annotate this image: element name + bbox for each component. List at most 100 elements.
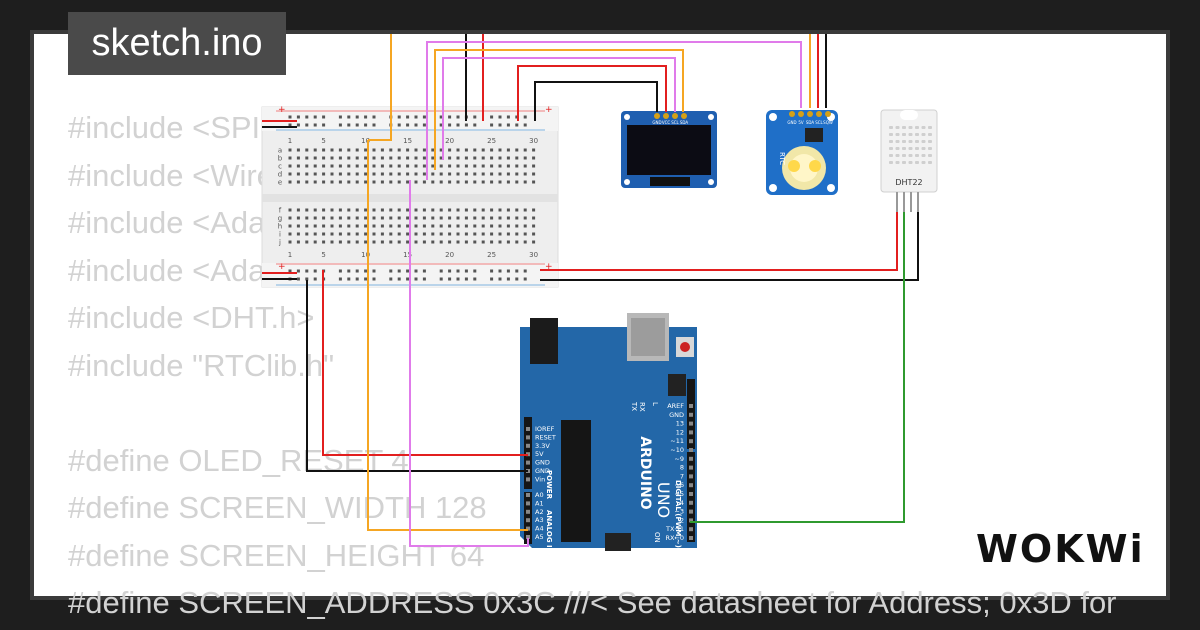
wire-orange-top (368, 34, 392, 141)
rtc-pin-label: SQW (823, 120, 833, 125)
breadboard-row-letter: b (278, 155, 283, 163)
arduino-pin-label: 2 (680, 516, 684, 524)
on-label: ON (653, 532, 661, 543)
code-line: #include "RTClib.h" (68, 347, 335, 383)
breadboard-row-letter: j (278, 239, 281, 247)
arduino-pin-label: GND (535, 459, 550, 467)
breadboard-column-number: 5 (321, 137, 325, 145)
oled-pin[interactable] (681, 113, 687, 119)
arduino-pin-label: GND (669, 411, 684, 419)
arduino-pin-label: A5 (535, 533, 544, 541)
rtc-pin-label: SDA (806, 120, 815, 125)
svg-text:+: + (545, 105, 553, 115)
svg-text:+: + (278, 105, 286, 115)
tx-label: TX (630, 401, 638, 411)
arduino-pin-label: 8 (680, 464, 684, 472)
breadboard-column-number: 20 (445, 137, 454, 145)
rtc-pin[interactable] (798, 111, 804, 117)
arduino-pin-label: ~5 (674, 490, 684, 498)
wire-orange-a4 (367, 140, 528, 531)
arduino-pin-label: 4 (680, 499, 684, 507)
wire-violet-a5 (409, 180, 529, 547)
arduino-pin-label: 3.3V (535, 442, 550, 450)
arduino-pin-label: A3 (535, 516, 544, 524)
arduino-brand: ARDUINO (637, 436, 653, 510)
wire-black-gnd (306, 280, 528, 472)
breadboard-column-number: 1 (288, 137, 292, 145)
oled-pin-label: VCC (662, 120, 671, 125)
wires (262, 34, 919, 547)
breadboard-column-number: 5 (321, 251, 325, 259)
arduino-pin-label: ~11 (670, 437, 684, 445)
breadboard-row-letter: f (279, 207, 282, 215)
file-tab[interactable]: sketch.ino (68, 12, 286, 75)
arduino-model: UNO (654, 482, 673, 518)
rtc-pin-label: GND (787, 120, 796, 125)
wire-violet-rtc (426, 41, 802, 180)
rtc-pin[interactable] (807, 111, 813, 117)
power-label: POWER (545, 470, 553, 500)
wire-red-dht (540, 212, 898, 271)
arduino-pin-label: AREF (667, 402, 684, 410)
rtc-pin[interactable] (825, 111, 831, 117)
oled-pin-label: GND (652, 120, 661, 125)
wire-black-dht (540, 212, 919, 281)
breadboard-column-number: 15 (403, 137, 412, 145)
oled-pin[interactable] (654, 113, 660, 119)
code-line: #define SCREEN_ADDRESS 0x3C ///< See dat… (68, 585, 1117, 620)
wire-red-5v (322, 270, 528, 456)
breadboard-column-number: 10 (361, 251, 370, 259)
breadboard-column-number: 15 (403, 251, 412, 259)
arduino-uno-board[interactable]: ARDUINO UNO POWER ANALOG IN DIGITAL (PWM… (520, 313, 697, 554)
svg-text:+: + (278, 262, 286, 272)
breadboard-column-number: 1 (288, 251, 292, 259)
rtc-pin-label: SCL (815, 120, 823, 125)
arduino-pin-label: ~6 (674, 481, 684, 489)
oled-pin-label: SCL (671, 120, 679, 125)
code-line: #define SCREEN_HEIGHT 64 (68, 537, 485, 573)
oled-pin[interactable] (672, 113, 678, 119)
arduino-pin-label: RX←0 (665, 534, 684, 542)
oled-pin-label: SDA (680, 120, 689, 125)
breadboard-column-number: 30 (529, 251, 538, 259)
breadboard-row-letter: d (278, 171, 282, 179)
rtc-pin[interactable] (816, 111, 822, 117)
code-line: #include <DHT.h> (68, 300, 315, 335)
breadboard-row-letter: i (279, 231, 281, 239)
breadboard-column-number: 10 (361, 137, 370, 145)
arduino-pin-label: A1 (535, 499, 544, 507)
arduino-pin-label: 13 (676, 420, 684, 428)
breadboard-column-number: 20 (445, 251, 454, 259)
arduino-pin-label: IOREF (535, 425, 555, 433)
wokwi-logo: WOKWi (976, 527, 1145, 571)
wire-red-oled (517, 65, 667, 121)
oled-pin[interactable] (663, 113, 669, 119)
dht22-sensor[interactable]: DHT22 (880, 109, 938, 212)
code-line: #define SCREEN_WIDTH 128 (68, 490, 487, 525)
rtc-pin[interactable] (789, 111, 795, 117)
rtc-pin-label: 5V (798, 120, 804, 125)
arduino-pin-label: TX→1 (665, 525, 684, 533)
arduino-pin-label: A4 (535, 525, 544, 533)
breadboard-row-letter: e (278, 179, 282, 187)
wire-violet-oled (442, 57, 676, 160)
wire-orange-oled (434, 49, 684, 170)
arduino-pin-label: ~10 (670, 446, 684, 454)
breadboard-column-number: 25 (487, 251, 496, 259)
wire-black-oled (534, 81, 658, 121)
wire-green-dht (690, 212, 905, 523)
svg-text:+: + (545, 262, 553, 272)
arduino-pin-label: 5V (535, 450, 544, 458)
breadboard-row-letter: h (278, 223, 282, 231)
arduino-pin-label: A0 (535, 491, 544, 499)
breadboard-row-letter: a (278, 147, 282, 155)
rx-label: RX (638, 402, 646, 412)
breadboard-row-letter: c (278, 163, 282, 171)
arduino-pin-label: GND (535, 467, 550, 475)
breadboard-column-number: 25 (487, 137, 496, 145)
